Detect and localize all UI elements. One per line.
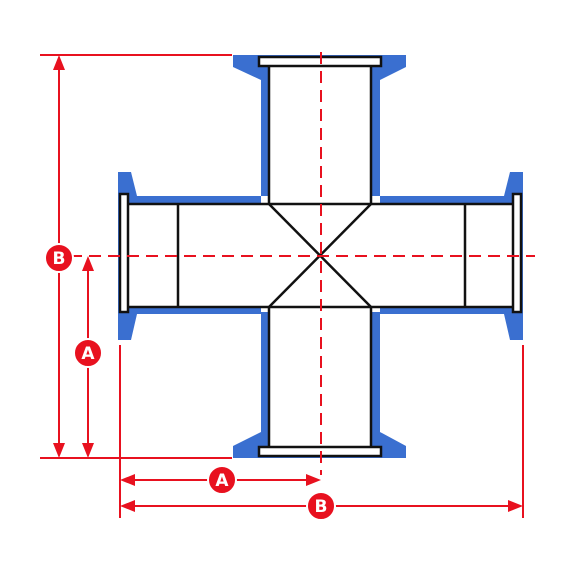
svg-text:B: B — [53, 249, 66, 269]
bottom-flange — [233, 312, 406, 458]
arrow-ha-right — [306, 474, 321, 486]
svg-text:A: A — [215, 471, 229, 491]
arrowheads — [53, 55, 523, 512]
right-face-plate — [511, 192, 523, 314]
left-face-plate — [118, 192, 130, 314]
top-flange — [233, 55, 406, 196]
arrow-vb-top — [53, 55, 65, 70]
dimension-label-vertical-b: B — [44, 243, 74, 273]
arrow-hb-left — [120, 500, 135, 512]
left-flange — [118, 172, 261, 340]
dimension-label-horizontal-a: A — [207, 465, 237, 495]
arrow-vb-bottom — [53, 443, 65, 458]
arrow-ha-left — [120, 474, 135, 486]
dimension-label-horizontal-b: B — [306, 491, 336, 521]
dimension-label-vertical-a: A — [73, 338, 103, 368]
svg-text:A: A — [81, 344, 95, 364]
centerlines — [70, 52, 535, 475]
arrow-hb-right — [508, 500, 523, 512]
right-flange — [380, 172, 523, 340]
svg-text:B: B — [315, 497, 328, 517]
arrow-va-top — [82, 256, 94, 271]
arrow-va-bottom — [82, 443, 94, 458]
